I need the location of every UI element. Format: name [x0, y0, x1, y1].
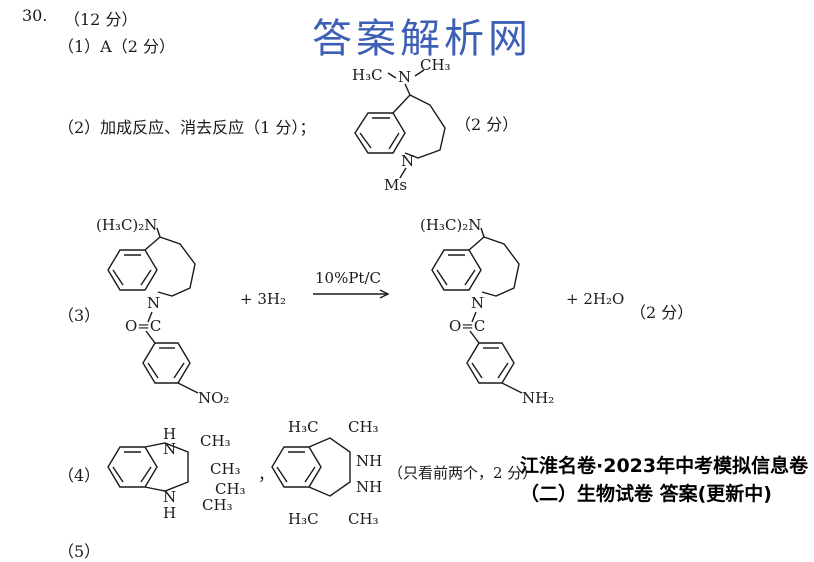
answer-part-3-label: （3）	[58, 306, 101, 325]
p3-reactant-benzene	[107, 249, 158, 291]
p3-reactant-structure	[107, 227, 199, 394]
p3-reactant-n: N	[147, 294, 160, 312]
p3-reagent: + 3H₂	[240, 290, 286, 308]
p4-s1-n-bot: N	[163, 488, 176, 506]
p3-reactant-carbonyl: O=C	[125, 317, 161, 335]
p3-product-structure	[431, 227, 523, 394]
p4-structure-1	[107, 442, 189, 492]
p4-s1-h-bot: H	[163, 504, 176, 522]
p2-ring-n-label: N	[401, 152, 414, 170]
p4-s2-nh-1: NH	[356, 452, 382, 470]
answer-part-2-label: （2）加成反应、消去反应（1 分）；	[58, 118, 316, 137]
p3-product-nh2: NH₂	[522, 389, 554, 407]
p3-reactant-phenyl	[142, 342, 191, 384]
p2-score: （2 分）	[455, 115, 518, 134]
question-number: 30.	[22, 6, 48, 25]
p4-s1-methyl-4: CH₃	[202, 496, 233, 514]
p2-ch3-label: CH₃	[420, 56, 451, 74]
p4-s2-nh-2: NH	[356, 478, 382, 496]
p3-product-carbonyl: O=C	[449, 317, 485, 335]
p4-comma: ，	[258, 465, 274, 484]
p3-product-n: N	[471, 294, 484, 312]
watermark: 答案解析网	[312, 16, 532, 62]
p2-h3c-label: H₃C	[352, 66, 383, 84]
p4-s2-h3c-top: H₃C	[288, 418, 319, 436]
p2-n-label: N	[398, 68, 411, 86]
answer-part-1: （1）A（2 分）	[58, 37, 176, 56]
answer-part-4-label: （4）	[58, 466, 101, 485]
p2-ms-label: Ms	[384, 176, 407, 194]
p4-s2-h3c-bot: H₃C	[288, 510, 319, 528]
p4-s2-ch3-bot: CH₃	[348, 510, 379, 528]
p4-structure-2	[271, 437, 351, 497]
p4-s1-methyl-2: CH₃	[210, 460, 241, 478]
p2-structure	[354, 69, 446, 179]
p3-byproduct: + 2H₂O	[566, 290, 624, 308]
p3-reactant-no2: NO₂	[198, 389, 229, 407]
p4-s2-ch3-top: CH₃	[348, 418, 379, 436]
p3-product-nme2: (H₃C)₂N	[420, 216, 481, 234]
p4-s1-h-top: H	[163, 425, 176, 443]
p3-catalyst: 10%Pt/C	[315, 269, 381, 287]
p4-s1-methyl-1: CH₃	[200, 432, 231, 450]
p4-s1-n-top: N	[163, 440, 176, 458]
overlay-caption: 江淮名卷·2023年中考模拟信息卷（二）生物试卷 答案(更新中)	[520, 455, 809, 505]
p4-note: （只看前两个，2 分）	[388, 464, 537, 482]
p2-benzene-ring	[354, 112, 406, 154]
p3-score: （2 分）	[630, 303, 693, 322]
question-score: （12 分）	[64, 10, 138, 29]
p4-s1-methyl-3: CH₃	[215, 480, 246, 498]
p3-reactant-nme2: (H₃C)₂N	[96, 216, 157, 234]
